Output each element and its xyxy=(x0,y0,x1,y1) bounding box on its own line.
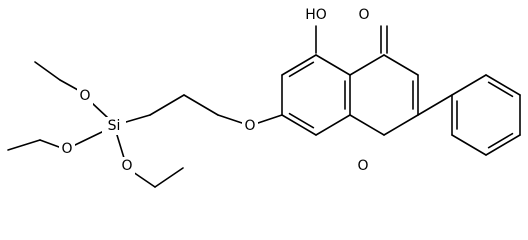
double-p2-p3 xyxy=(487,81,514,98)
ethoxy-oxygen-bottom-label: O xyxy=(121,158,132,174)
bond-c7-oether xyxy=(257,114,283,124)
bond-p2-p3 xyxy=(485,74,521,96)
structure-diagram: HO O O O Si O O O xyxy=(7,6,521,188)
bond-si-otop xyxy=(91,102,109,119)
bonds xyxy=(7,25,521,188)
bond-oether-ca xyxy=(217,114,243,124)
bond-c8a-c8 xyxy=(315,114,351,136)
bond-si-obottom xyxy=(116,134,125,159)
bond-et2 xyxy=(7,139,41,151)
double-c8-c7 xyxy=(288,112,315,129)
bond-p1-p2 xyxy=(451,74,487,96)
bond-et3 xyxy=(154,167,184,188)
atom-ether-oxygen: O xyxy=(242,117,258,135)
bond-o1-c8a xyxy=(349,114,385,136)
atom-ethoxy-oxygen-bottom: O xyxy=(119,157,135,175)
ether-oxygen-label: O xyxy=(244,118,255,134)
bond-cc-si xyxy=(125,114,151,123)
bond-c5-c4a xyxy=(315,54,351,76)
bond-otop-et1 xyxy=(59,79,79,91)
atom-ring-oxygen: O xyxy=(355,157,371,175)
ethoxy-oxygen-top-label: O xyxy=(79,88,90,104)
atom-labels: HO O O O Si O O O xyxy=(59,6,372,175)
atom-carbonyl-oxygen: O xyxy=(356,6,372,24)
hydroxyl-label: HO xyxy=(305,7,327,23)
bond-c8-c7 xyxy=(281,114,317,136)
bond-oleft-et2 xyxy=(39,139,60,148)
bond-obottom-et3 xyxy=(132,171,156,188)
double-p4-p5 xyxy=(487,132,514,149)
bond-cb-cc xyxy=(149,94,185,116)
atom-ethoxy-oxygen-top: O xyxy=(77,87,93,105)
atom-hydroxyl: HO xyxy=(303,6,329,24)
ring-oxygen-label: O xyxy=(357,158,368,174)
bond-p4-p5 xyxy=(485,134,521,156)
bond-p5-p6 xyxy=(451,134,487,156)
bond-c2-phenyl xyxy=(417,94,453,116)
bond-c2-o1 xyxy=(383,114,419,136)
ethoxy-oxygen-left-label: O xyxy=(61,141,72,157)
bond-ca-cb xyxy=(183,94,219,116)
bond-c4-c3 xyxy=(383,54,419,76)
carbonyl-oxygen-label: O xyxy=(358,7,369,23)
bond-c6-c5 xyxy=(281,54,317,76)
double-c6-c5 xyxy=(288,61,315,78)
bond-c4a-c4 xyxy=(349,54,385,76)
atom-silicon: Si xyxy=(102,117,126,135)
silicon-label: Si xyxy=(108,118,121,134)
atom-ethoxy-oxygen-left: O xyxy=(59,140,75,158)
bond-si-oleft xyxy=(74,130,105,146)
bond-et1 xyxy=(34,61,61,81)
